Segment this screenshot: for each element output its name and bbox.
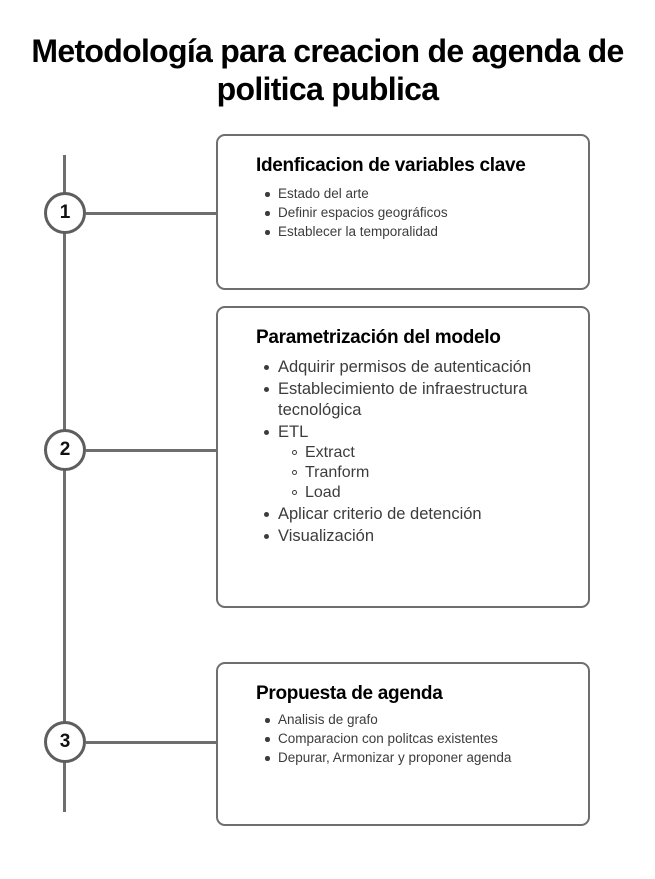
step-card-2-list: Adquirir permisos de autenticación Estab… (256, 357, 566, 547)
step-card-2: Parametrización del modelo Adquirir perm… (216, 306, 590, 608)
step-number-3: 3 (59, 731, 71, 752)
connector-line-step-3 (86, 741, 218, 744)
step-card-2-sublist: Extract Tranform Load (278, 443, 566, 503)
connector-line-step-2 (86, 449, 218, 452)
step-card-2-heading: Parametrización del modelo (256, 327, 501, 348)
list-item-label: ETL (278, 423, 309, 441)
list-item: ETL Extract Tranform Load (264, 422, 566, 503)
list-item: Visualización (264, 526, 566, 547)
list-item: Adquirir permisos de autenticación (264, 357, 566, 378)
step-number-1: 1 (59, 202, 71, 223)
step-card-1-list: Estado del arte Definir espacios geográf… (256, 185, 566, 241)
list-item: Aplicar criterio de detención (264, 504, 566, 525)
step-number-2: 2 (59, 439, 71, 460)
step-card-1-heading: Idenficacion de variables clave (256, 155, 526, 176)
page-title: Metodología para creacion de agenda de p… (31, 33, 624, 107)
step-marker-2: 2 (44, 429, 86, 471)
sub-list-item: Load (292, 483, 566, 503)
connector-line-step-1 (86, 212, 218, 215)
step-card-1: Idenficacion de variables clave Estado d… (216, 134, 590, 290)
list-item: Definir espacios geográficos (265, 204, 566, 222)
step-marker-1: 1 (44, 192, 86, 234)
list-item: Estado del arte (265, 185, 566, 203)
step-card-3-list: Analisis de grafo Comparacion con politc… (256, 711, 566, 767)
step-marker-3: 3 (44, 721, 86, 763)
list-item: Establecer la temporalidad (265, 223, 566, 241)
step-card-3-heading: Propuesta de agenda (256, 683, 443, 704)
sub-list-item: Tranform (292, 463, 566, 483)
list-item: Analisis de grafo (265, 711, 566, 729)
timeline-vertical-line (63, 155, 66, 812)
list-item: Comparacion con politcas existentes (265, 730, 566, 748)
step-card-3: Propuesta de agenda Analisis de grafo Co… (216, 662, 590, 826)
sub-list-item: Extract (292, 443, 566, 463)
list-item: Establecimiento de infraestructura tecno… (264, 379, 566, 421)
list-item: Depurar, Armonizar y proponer agenda (265, 749, 566, 767)
